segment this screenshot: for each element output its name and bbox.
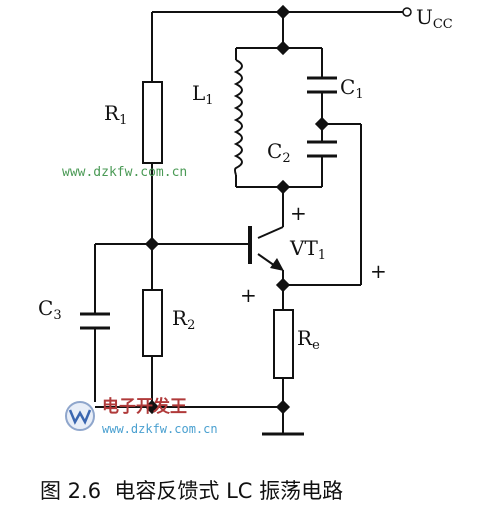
l1-inductor [233, 59, 243, 176]
r1-label: R1 [104, 101, 127, 128]
ucc-label: UCC [416, 5, 453, 32]
c3-capacitor [80, 312, 110, 330]
junction-dots [144, 4, 330, 415]
c2-label: C2 [267, 139, 291, 166]
re-resistor [273, 309, 294, 379]
r1-resistor [142, 81, 163, 164]
watermark-logo [65, 401, 95, 431]
ucc-terminal [402, 7, 412, 17]
watermark-logo-icon [65, 401, 95, 431]
watermark-url-bottom: www.dzkfw.com.cn [102, 422, 218, 436]
r2-label: R2 [172, 306, 195, 333]
wires [94, 11, 403, 434]
watermark-brand: 电子开发王 [102, 396, 187, 417]
c1-label: C1 [340, 75, 364, 102]
plus-emitter-label: + [240, 283, 257, 307]
c2-capacitor [307, 140, 337, 158]
figure-caption: 图 2.6 电容反馈式 LC 振荡电路 [40, 479, 343, 503]
re-label: Re [297, 326, 320, 353]
plus-feedback-label: + [370, 259, 387, 283]
vt1-transistor [248, 226, 284, 271]
plus-collector-label: + [290, 201, 307, 225]
watermark-url-top: www.dzkfw.com.cn [62, 165, 187, 180]
c3-label: C3 [38, 296, 62, 323]
vt1-label: VT1 [289, 236, 326, 263]
l1-label: L1 [192, 81, 214, 108]
r2-resistor [142, 289, 163, 357]
c1-capacitor [307, 76, 337, 94]
